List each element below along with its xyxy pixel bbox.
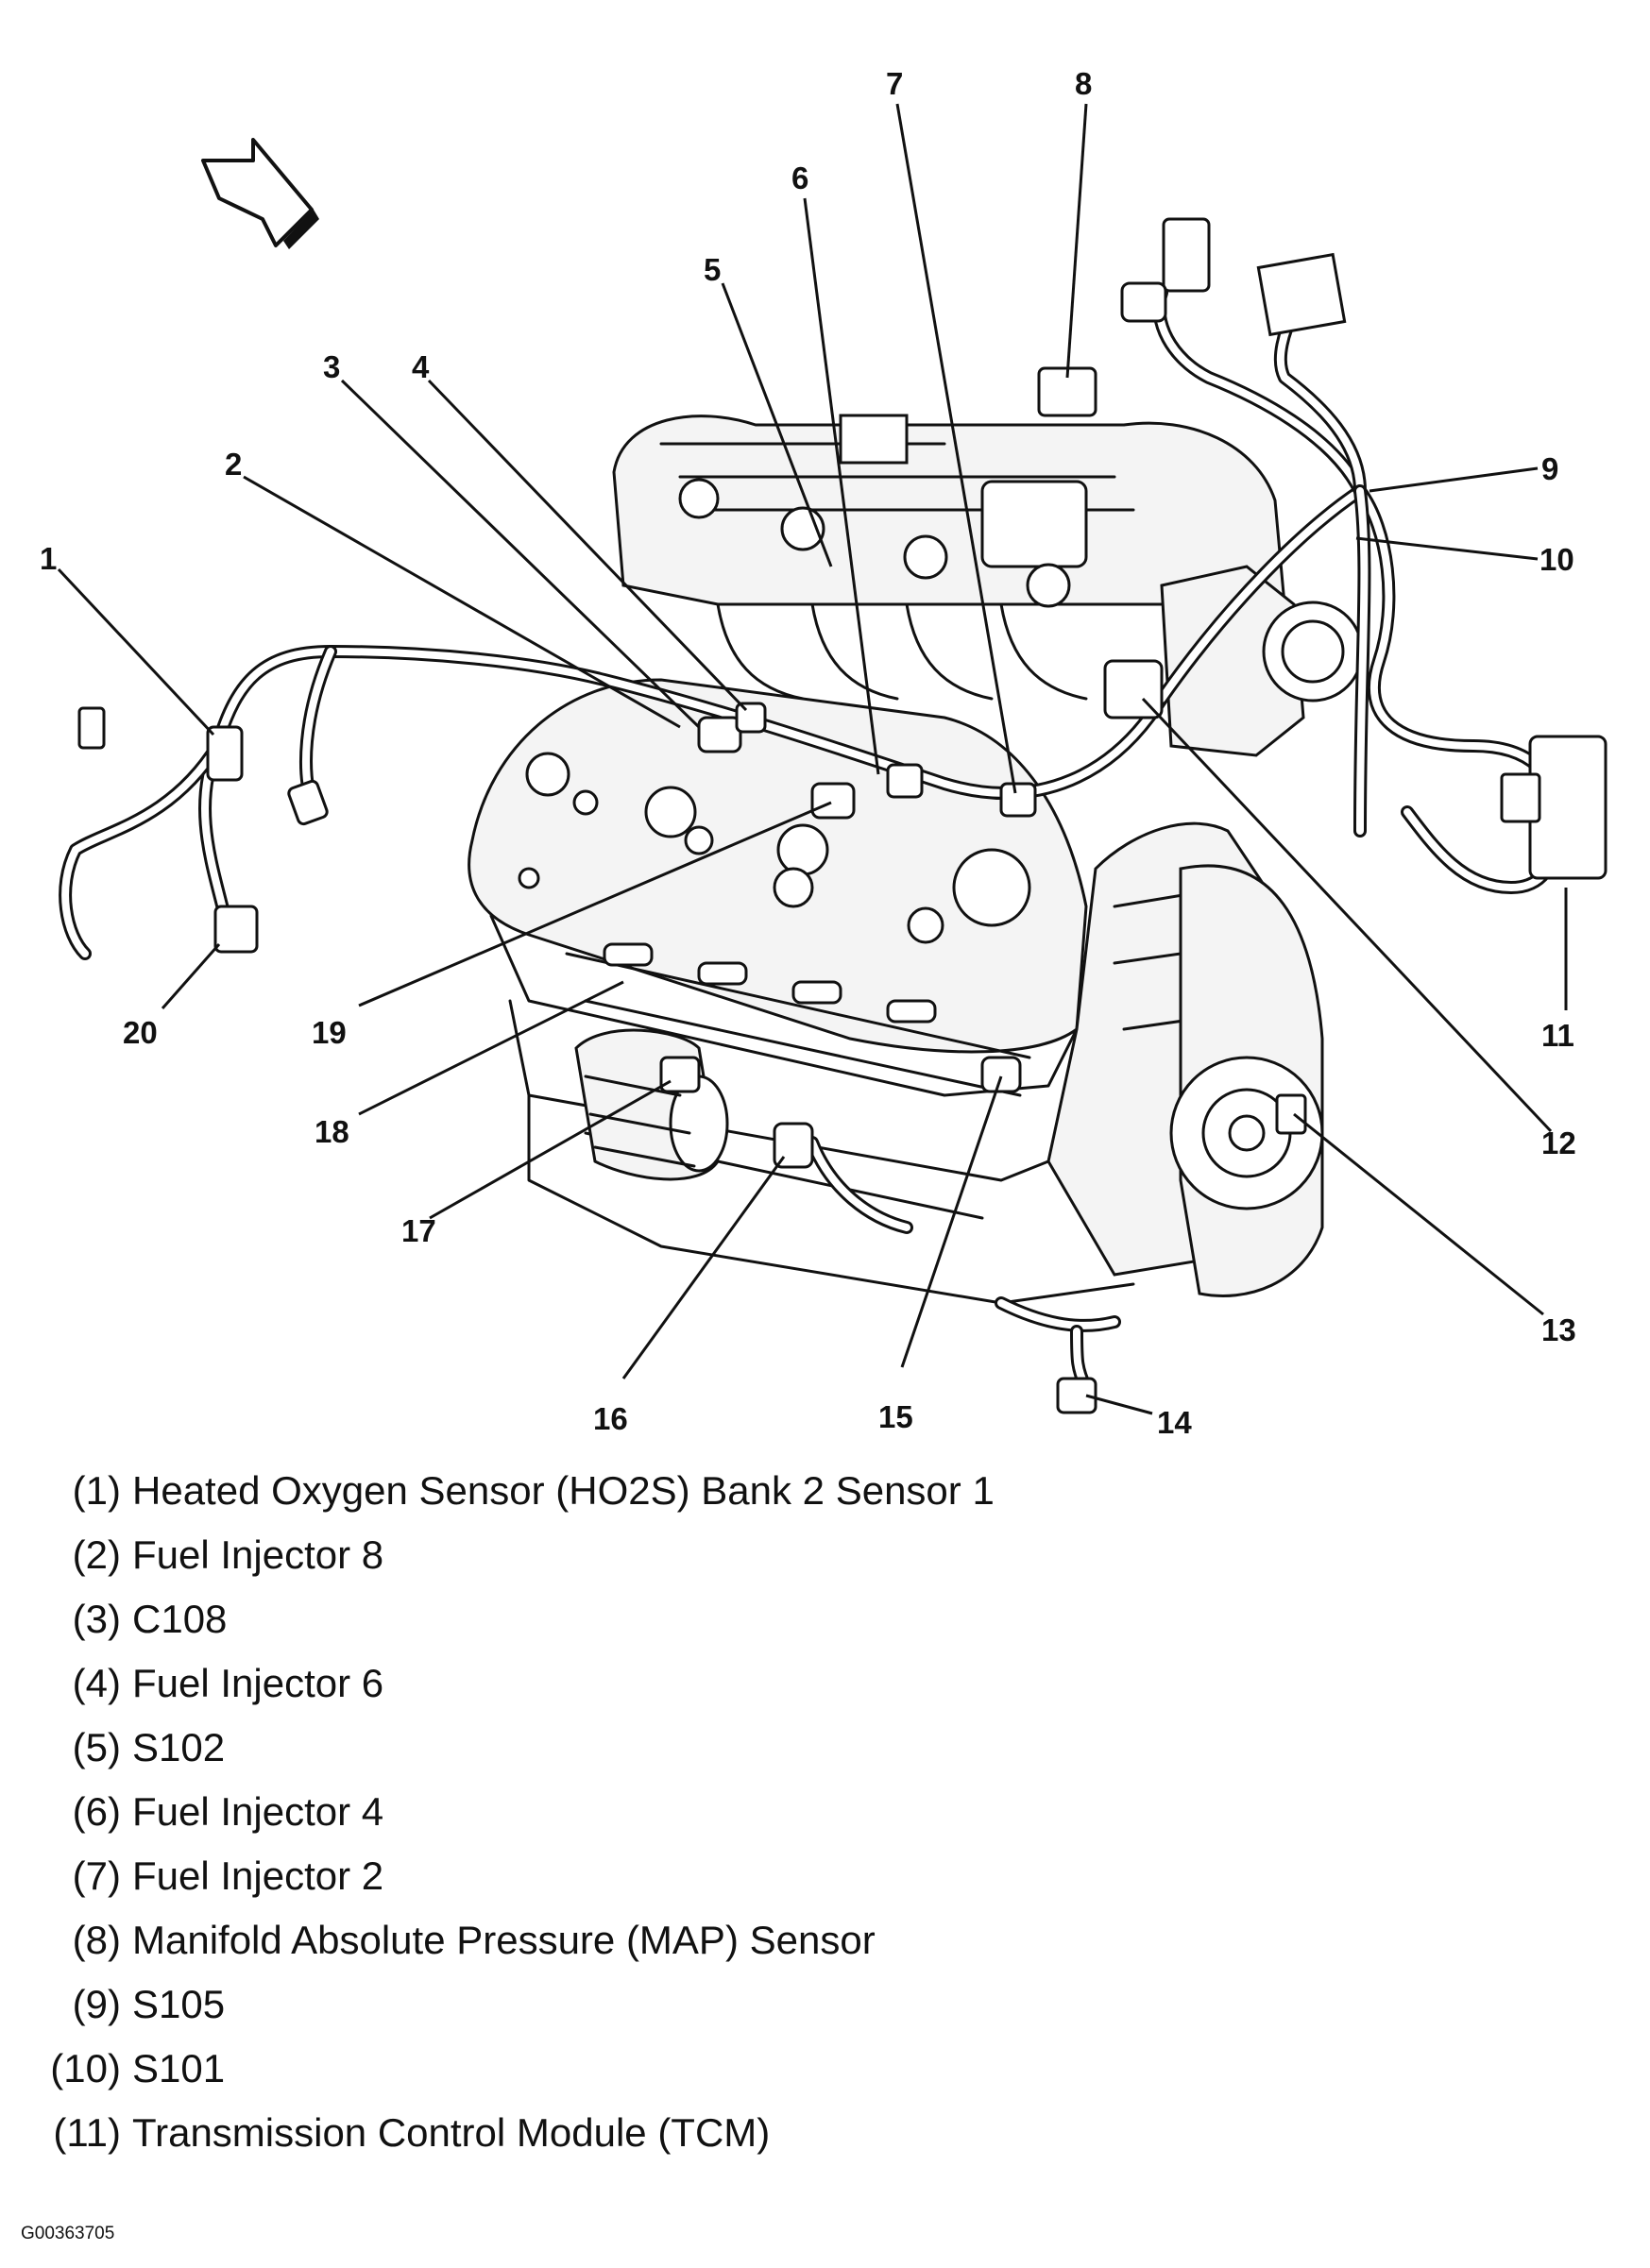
callout-10: 10	[1539, 542, 1574, 577]
legend-label: S105	[132, 1982, 226, 2026]
legend-label: Fuel Injector 6	[132, 1661, 384, 1705]
callout-8: 8	[1075, 66, 1092, 101]
callout-16: 16	[593, 1401, 628, 1436]
callout-20: 20	[123, 1015, 158, 1050]
engine-assembly	[468, 414, 1364, 1305]
engine-harness-diagram: 1 2 3 4 5 6 7 8 9 10 11 12 13 14 15 16 1…	[40, 66, 1607, 1440]
legend-number: (4)	[72, 1661, 121, 1705]
legend-number: (9)	[72, 1982, 121, 2026]
connectors	[77, 217, 1607, 1414]
callout-19: 19	[312, 1015, 347, 1050]
legend-number: (8)	[72, 1918, 121, 1962]
component-legend: (1) Heated Oxygen Sensor (HO2S) Bank 2 S…	[38, 1459, 1360, 2165]
legend-label: Heated Oxygen Sensor (HO2S) Bank 2 Senso…	[132, 1468, 995, 1513]
legend-item: (11) Transmission Control Module (TCM)	[38, 2101, 1360, 2165]
callout-17: 17	[401, 1213, 436, 1248]
legend-item: (7) Fuel Injector 2	[38, 1844, 1360, 1908]
callout-13: 13	[1541, 1312, 1576, 1347]
callout-6: 6	[791, 161, 808, 195]
legend-number: (10)	[50, 2046, 121, 2090]
callout-4: 4	[412, 349, 430, 384]
legend-item: (4) Fuel Injector 6	[38, 1651, 1360, 1716]
legend-item: (5) S102	[38, 1716, 1360, 1780]
callout-14: 14	[1157, 1405, 1192, 1440]
legend-number: (6)	[72, 1789, 121, 1834]
legend-item: (1) Heated Oxygen Sensor (HO2S) Bank 2 S…	[38, 1459, 1360, 1523]
callout-18: 18	[315, 1114, 349, 1149]
legend-number: (2)	[72, 1532, 121, 1577]
legend-item: (8) Manifold Absolute Pressure (MAP) Sen…	[38, 1908, 1360, 1972]
legend-label: Fuel Injector 4	[132, 1789, 384, 1834]
callout-1: 1	[40, 541, 57, 576]
callout-15: 15	[878, 1399, 913, 1434]
legend-number: (3)	[72, 1597, 121, 1641]
legend-label: C108	[132, 1597, 228, 1641]
legend-label: Fuel Injector 2	[132, 1853, 384, 1898]
legend-label: Manifold Absolute Pressure (MAP) Sensor	[132, 1918, 876, 1962]
front-direction-arrow-icon	[201, 138, 319, 249]
legend-number: (7)	[72, 1853, 121, 1898]
legend-label: Transmission Control Module (TCM)	[132, 2110, 771, 2155]
callout-11: 11	[1541, 1018, 1574, 1053]
leader-lines	[57, 103, 1568, 1415]
callout-3: 3	[323, 349, 340, 384]
legend-item: (9) S105	[38, 1972, 1360, 2037]
legend-item: (2) Fuel Injector 8	[38, 1523, 1360, 1587]
legend-label: S102	[132, 1725, 226, 1769]
legend-number: (11)	[53, 2110, 121, 2155]
legend-label: S101	[132, 2046, 226, 2090]
starter-motor	[574, 1028, 729, 1181]
legend-number: (5)	[72, 1725, 121, 1769]
figure-id: G00363705	[21, 2224, 115, 2243]
callout-9: 9	[1541, 451, 1558, 486]
legend-item: (10) S101	[38, 2037, 1360, 2101]
legend-item: (6) Fuel Injector 4	[38, 1780, 1360, 1844]
callout-5: 5	[704, 252, 721, 287]
callout-7: 7	[886, 66, 903, 101]
legend-item: (3) C108	[38, 1587, 1360, 1651]
callout-12: 12	[1541, 1126, 1576, 1160]
callout-2: 2	[225, 447, 242, 482]
legend-label: Fuel Injector 8	[132, 1532, 384, 1577]
legend-number: (1)	[72, 1468, 121, 1513]
